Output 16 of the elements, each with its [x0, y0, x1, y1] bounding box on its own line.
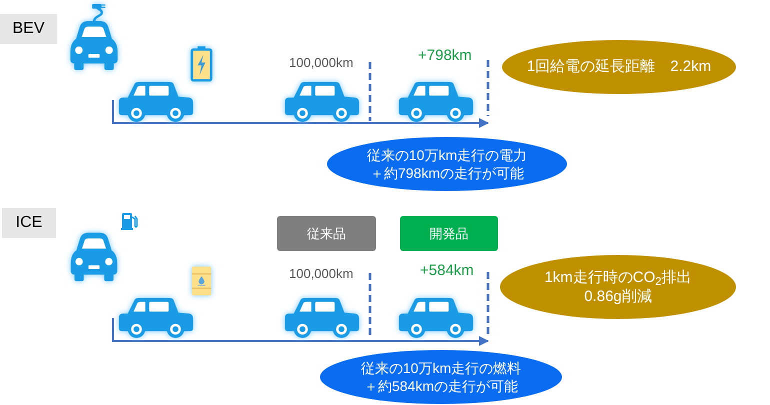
product-text: 従来品: [307, 224, 346, 243]
category-tag: [2, 208, 56, 238]
summary-text: 従来の10万km走行の電力＋約798kmの走行が可能: [366, 146, 528, 182]
category-tag: [0, 14, 57, 44]
summary-text: 従来の10万km走行の燃料＋約584kmの走行が可能: [360, 359, 522, 395]
extra-distance-label: +584km: [420, 261, 474, 281]
distance-label: 100,000km: [289, 265, 354, 283]
extra-distance-label: +798km: [418, 46, 472, 66]
product-tag: [277, 216, 376, 251]
distance-label: 100,000km: [289, 54, 354, 72]
product-text: 開発品: [430, 224, 468, 243]
product-tag: [400, 216, 498, 251]
category-text: BEV: [12, 19, 44, 39]
result-text: 1km走行時のCO$_{2}$排出0.86g削減: [543, 268, 693, 306]
result-text: 1回給電の延長距離 2.2km: [526, 56, 712, 77]
category-text: ICE: [16, 213, 42, 233]
